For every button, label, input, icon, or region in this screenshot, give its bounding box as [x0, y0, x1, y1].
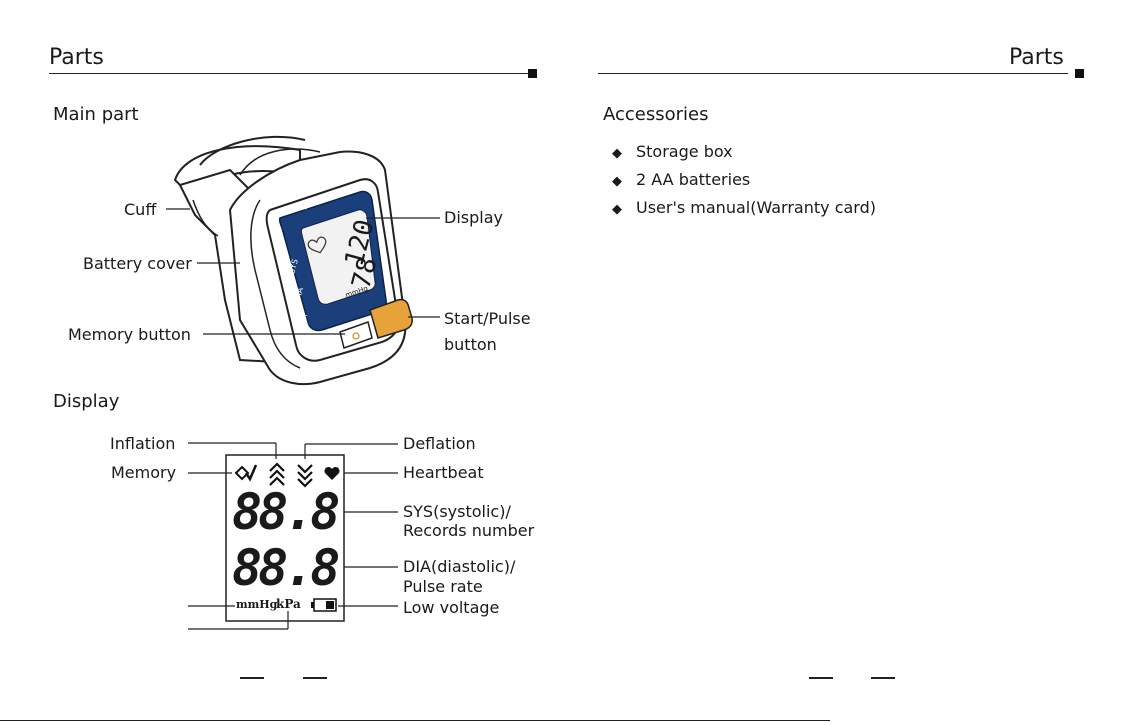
diamond-bullet-icon: ◆ [612, 174, 622, 189]
left-header-marker [528, 69, 537, 78]
accessory-item: ◆Storage box [612, 142, 733, 161]
footer-mark [871, 677, 895, 679]
label-low-voltage: Low voltage [403, 598, 500, 617]
right-page-header: Parts [1009, 45, 1064, 70]
footer-mark [240, 677, 264, 679]
footer-mark [303, 677, 327, 679]
label-start-pulse-line1: Start/Pulse [444, 309, 531, 328]
label-sys-line1: SYS(systolic)/ [403, 502, 511, 521]
lcd-unit-mmhg: mmHg [236, 598, 278, 611]
main-part-heading: Main part [53, 104, 139, 125]
label-display: Display [444, 208, 503, 227]
diamond-bullet-icon: ◆ [612, 146, 622, 161]
right-header-marker [1075, 69, 1084, 78]
label-sys-line2: Records number [403, 521, 535, 540]
diamond-bullet-icon: ◆ [612, 202, 622, 217]
label-start-pulse-line2: button [444, 335, 497, 354]
accessories-heading: Accessories [603, 104, 709, 125]
display-heading: Display [53, 391, 120, 412]
accessory-item: ◆User's manual(Warranty card) [612, 198, 876, 217]
label-cuff: Cuff [124, 200, 157, 219]
label-dia-line2: Pulse rate [403, 577, 483, 596]
lcd-sys-digits: 88.8 [232, 483, 340, 541]
lcd-dia-digits: 88.8 [232, 539, 340, 597]
bottom-rule [0, 720, 830, 721]
label-heartbeat: Heartbeat [403, 463, 484, 482]
label-battery-cover: Battery cover [83, 254, 192, 273]
label-dia-line1: DIA(diastolic)/ [403, 557, 516, 576]
label-memory-button: Memory button [68, 325, 191, 344]
right-header-rule [598, 73, 1068, 74]
lcd-unit-kpa: kPa [276, 597, 301, 611]
left-header-rule [49, 73, 529, 74]
label-inflation: Inflation [110, 434, 176, 453]
label-deflation: Deflation [403, 434, 476, 453]
label-memory: Memory [111, 463, 177, 482]
accessory-item: ◆2 AA batteries [612, 170, 751, 189]
left-page-header: Parts [49, 45, 104, 70]
footer-mark [809, 677, 833, 679]
